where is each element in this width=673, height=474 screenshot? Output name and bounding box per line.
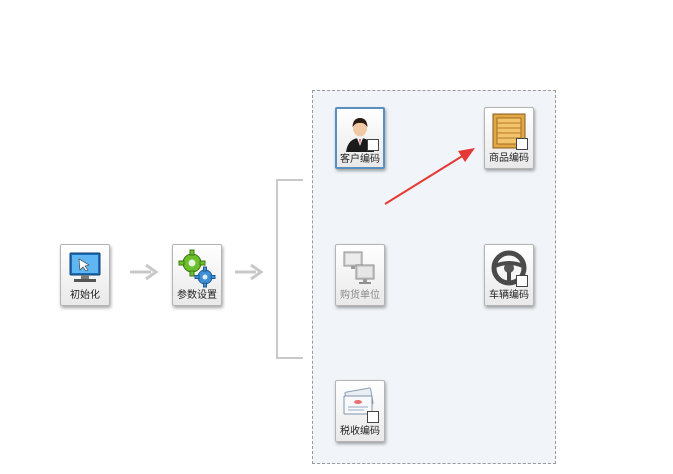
network-computers-icon bbox=[340, 248, 380, 288]
qr-badge-icon bbox=[367, 139, 379, 151]
init-label: 初始化 bbox=[70, 290, 100, 301]
branch-bracket bbox=[276, 179, 303, 359]
customer-person-icon bbox=[340, 112, 380, 152]
init-button[interactable]: 初始化 bbox=[60, 244, 110, 306]
params-button[interactable]: 参数设置 bbox=[172, 244, 222, 306]
flow-arrow-2 bbox=[235, 263, 264, 281]
monitor-icon bbox=[65, 248, 105, 288]
steering-wheel-icon bbox=[489, 248, 529, 288]
vehicle-code-label: 车辆编码 bbox=[489, 290, 529, 301]
tax-code-button[interactable]: 税收编码 bbox=[335, 380, 385, 442]
flow-arrow-1 bbox=[130, 263, 159, 281]
qr-badge-icon bbox=[516, 138, 528, 150]
purchaser-unit-button[interactable]: 购货单位 bbox=[335, 244, 385, 306]
customer-code-label: 客户编码 bbox=[340, 154, 380, 165]
params-label: 参数设置 bbox=[177, 290, 217, 301]
tax-code-label: 税收编码 bbox=[340, 426, 380, 437]
vehicle-code-button[interactable]: 车辆编码 bbox=[484, 244, 534, 306]
goods-code-label: 商品编码 bbox=[489, 153, 529, 164]
annotation-arrow bbox=[384, 148, 475, 205]
qr-badge-icon bbox=[516, 275, 528, 287]
goods-box-icon bbox=[489, 111, 529, 151]
customer-code-button[interactable]: 客户编码 bbox=[335, 107, 385, 169]
tax-cards-icon bbox=[340, 384, 380, 424]
gears-icon bbox=[177, 248, 217, 288]
purchaser-unit-label: 购货单位 bbox=[340, 290, 380, 301]
goods-code-button[interactable]: 商品编码 bbox=[484, 107, 534, 169]
qr-badge-icon bbox=[367, 411, 379, 423]
